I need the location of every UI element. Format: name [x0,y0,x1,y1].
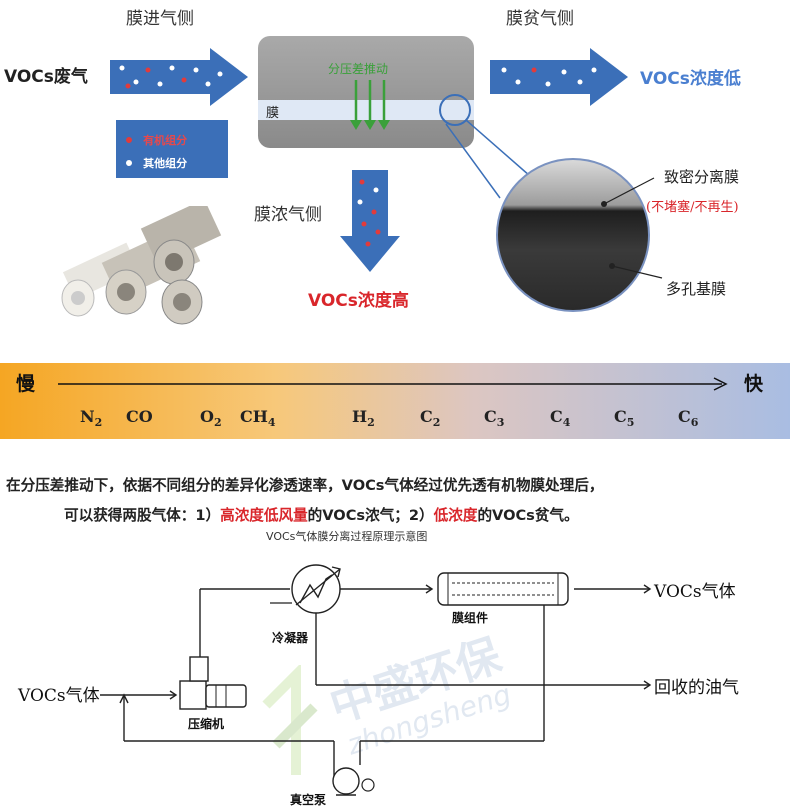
module-label: 膜组件 [452,611,489,625]
species-symbol: C [484,407,497,426]
component-legend: 有机组分 其他组分 [116,120,228,178]
porous-support-label: 多孔基膜 [666,280,727,298]
compressor-label: 压缩机 [188,717,225,731]
description-line-1: 在分压差推动下，依据不同组分的差异化渗透速率，VOCs气体经过优先透有机物膜处理… [6,477,604,494]
species-symbol: N [80,407,95,426]
vacuum-pump-label: 真空泵 [290,793,327,807]
process-piping [100,564,652,796]
species-subscript: 2 [213,416,222,430]
rich-side-label: 膜浓气侧 [254,205,322,225]
rich-out-label: VOCs浓度高 [308,291,409,311]
species-symbol: C [420,407,433,426]
membrane-principle-diagram: 膜进气侧 膜贫气侧 VOCs废气 有机组分 其他组分 膜 分压差推动 [0,0,790,350]
recovered-oil-label: 回收的油气 [654,678,739,698]
membrane-module-symbol [437,572,569,606]
species-label: C3 [484,407,504,429]
membrane-layer [258,100,474,120]
species-subscript: 2 [367,416,375,430]
species-subscript: 3 [496,416,505,430]
driving-force-label: 分压差推动 [328,62,389,76]
legend-dot-other [126,159,132,166]
feed-arrow [110,48,248,106]
legend-dot-organic [126,136,132,143]
species-symbol: H [352,407,368,426]
slow-label: 慢 [16,373,36,395]
lean-side-label: 膜贫气侧 [506,9,574,29]
species-label: CO [126,407,153,429]
species-label: C2 [420,407,440,429]
lean-out-label: VOCs浓度低 [640,69,741,89]
species-symbol: CH [240,407,268,426]
species-label: C6 [678,407,698,429]
vacuum-pump-symbol [332,767,375,796]
highlight-high-conc: 高浓度低风量 [220,507,308,524]
description-mid: 的VOCs浓气；2） [307,507,434,524]
membrane-word: 膜 [266,106,280,121]
species-label: O2 [200,407,222,429]
fast-label: 快 [744,373,764,395]
membrane-tubes-picture [61,206,222,325]
species-symbol: C [614,407,627,426]
description-prefix: 可以获得两股气体：1） [64,507,221,524]
rate-arrow [58,377,728,391]
species-symbol: CO [126,407,153,426]
driving-force-arrows [350,80,390,130]
feed-side-label: 膜进气侧 [126,9,194,29]
process-inlet-label: VOCs气体 [18,686,100,706]
zoom-pointers [601,177,663,279]
species-subscript: 6 [690,416,699,430]
rich-arrow [340,170,400,272]
legend-label-other: 其他组分 [143,156,188,170]
description-suffix: 的VOCs贫气。 [477,507,579,524]
legend-label-organic: 有机组分 [143,133,188,147]
description-line-2: 可以获得两股气体：1）高浓度低风量的VOCs浓气；2）低浓度的VOCs贫气。 [64,504,579,525]
legend-item-organic: 有机组分 [126,129,188,147]
highlight-low-conc: 低浓度 [433,507,478,524]
species-symbol: C [678,407,691,426]
condenser-label: 冷凝器 [272,631,309,645]
membrane-box: 膜 分压差推动 [258,36,474,148]
species-label: H2 [352,407,375,429]
no-clog-note: (不堵塞/不再生) [646,200,739,215]
species-label: CH4 [240,407,276,429]
species-subscript: 4 [562,416,571,430]
zoom-connector [439,94,531,199]
inlet-label: VOCs废气 [4,67,88,87]
dense-membrane-label: 致密分离膜 [664,168,740,186]
condenser-symbol [270,564,341,614]
lean-arrow [490,48,628,106]
species-label: N2 [80,407,102,429]
species-label: C4 [550,407,570,429]
species-subscript: 5 [626,416,635,430]
process-outlet-label: VOCs气体 [654,582,736,602]
species-symbol: O [200,407,214,426]
species-subscript: 2 [432,416,441,430]
compressor-symbol [179,656,247,710]
legend-item-other: 其他组分 [126,152,188,170]
species-subscript: 4 [267,416,276,430]
process-flow-diagram: 中盛环保 zhongsheng [0,545,790,811]
species-subscript: 2 [94,416,103,430]
figure-caption: VOCs气体膜分离过程原理示意图 [266,530,428,543]
species-symbol: C [550,407,563,426]
membrane-sem-image [496,158,650,312]
species-label: C5 [614,407,634,429]
